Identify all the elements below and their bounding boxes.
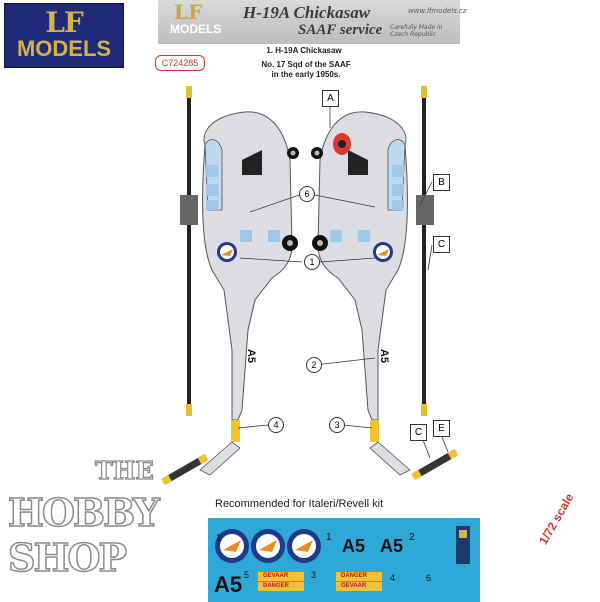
decal-sheet: 1 1 A5 A5 2 A5 5 GEVAAR DANGER 3 DANGER … bbox=[208, 518, 480, 602]
callout-1: 1 bbox=[304, 254, 320, 270]
title-banner: LF MODELS H-19A Chickasaw SAAF service w… bbox=[158, 0, 467, 44]
callout-a: A bbox=[322, 90, 339, 107]
sheet-label-1: 1 bbox=[216, 533, 222, 544]
sheet-label-5: 5 bbox=[244, 570, 250, 580]
banner-lf: LF bbox=[174, 0, 203, 24]
decal-roundels bbox=[215, 526, 470, 591]
decal-danger-1: DANGER bbox=[263, 583, 290, 589]
callout-2: 2 bbox=[306, 357, 322, 373]
callout-e: E bbox=[433, 420, 450, 437]
product-code: C724285 bbox=[155, 55, 205, 71]
sheet-label-3: 3 bbox=[311, 570, 317, 580]
serial-right: A5 bbox=[378, 348, 391, 364]
watermark-line-2: HOBBY SHOP bbox=[7, 489, 160, 581]
decal-gevaar-2: GEVAAR bbox=[341, 583, 367, 589]
callout-6: 6 bbox=[299, 186, 315, 202]
banner-url: www.lfmodels.cz bbox=[408, 7, 467, 15]
roundel-right bbox=[373, 242, 393, 262]
roundel-left bbox=[217, 242, 237, 262]
caption-line-2: No. 17 Sqd of the SAAF bbox=[261, 60, 351, 69]
caption-line-1: 1. H-19A Chickasaw bbox=[266, 46, 342, 55]
tail-band-left bbox=[231, 420, 240, 442]
serial-left: A5 bbox=[245, 348, 258, 364]
sheet-label-1b: 1 bbox=[326, 532, 332, 543]
sheet-label-6: 6 bbox=[426, 573, 432, 583]
banner-made: Carefully Made in Czech Republic bbox=[390, 24, 443, 38]
callout-c-tail: C bbox=[410, 424, 427, 441]
caption-line-3: in the early 1950s. bbox=[271, 70, 341, 79]
helicopter-drawing bbox=[161, 86, 459, 486]
fuselage-left bbox=[202, 111, 293, 421]
callout-3: 3 bbox=[329, 417, 345, 433]
decal-gevaar-1: GEVAAR bbox=[263, 573, 289, 579]
callout-4: 4 bbox=[268, 417, 284, 433]
sheet-code-2: A5 bbox=[380, 536, 404, 556]
callout-b: B bbox=[433, 174, 450, 191]
sheet-code-1: A5 bbox=[342, 536, 366, 556]
product-title: H-19A Chickasaw bbox=[243, 3, 371, 22]
product-subtitle: SAAF service bbox=[298, 22, 383, 38]
rotor-blade-right bbox=[422, 86, 426, 416]
logo-lf: LF bbox=[45, 6, 84, 39]
rotor-blade-left bbox=[187, 86, 191, 416]
tail-band-right bbox=[370, 420, 379, 442]
sheet-code-3: A5 bbox=[214, 572, 243, 597]
decal-danger-2: DANGER bbox=[341, 573, 368, 579]
watermark: THE HOBBY SHOP bbox=[0, 452, 225, 580]
banner-models: MODELS bbox=[170, 22, 222, 36]
recommended-kit: Recommended for Italeri/Revell kit bbox=[215, 498, 384, 510]
logo-wordmark: MODELS bbox=[16, 36, 112, 61]
brand-logo: LF MODELS bbox=[4, 3, 124, 68]
callout-c: C bbox=[433, 236, 450, 253]
sheet-label-2: 2 bbox=[409, 532, 415, 543]
watermark-line-1: THE bbox=[94, 455, 154, 485]
sheet-label-4: 4 bbox=[390, 573, 396, 583]
